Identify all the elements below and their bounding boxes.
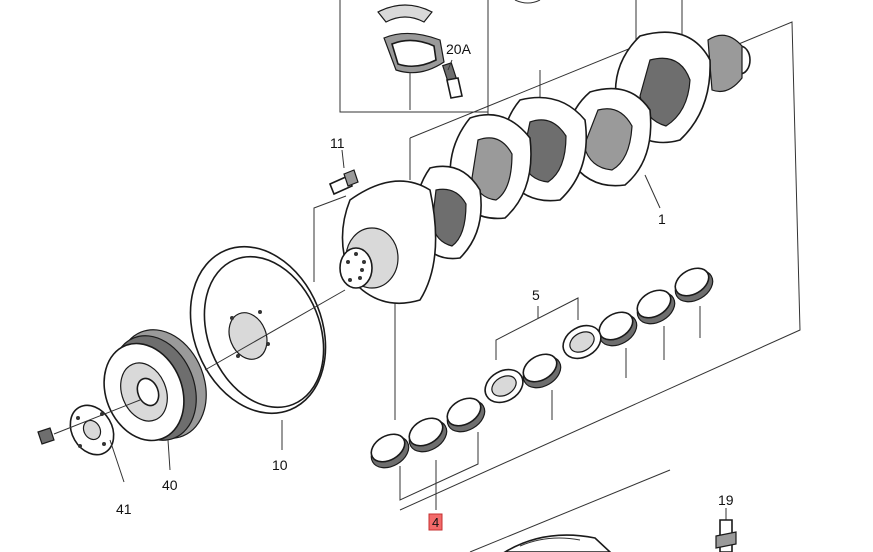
bolt-20a[interactable]: 20A bbox=[441, 41, 472, 99]
bearing-shell-3 bbox=[446, 397, 486, 433]
bearing-shell-5 bbox=[598, 311, 638, 347]
oil-pan-partial bbox=[469, 469, 671, 552]
bearing-shell-6 bbox=[636, 289, 676, 325]
pulley-bolt[interactable] bbox=[37, 399, 141, 445]
crankshaft[interactable]: 1 bbox=[339, 31, 751, 304]
bolt-11[interactable]: 11 bbox=[313, 135, 359, 282]
label-20a: 20A bbox=[446, 41, 472, 57]
label-4-highlight[interactable]: 4 bbox=[428, 513, 443, 531]
washer[interactable]: 41 bbox=[62, 397, 132, 517]
bearing-shell-4 bbox=[522, 353, 562, 389]
label-19: 19 bbox=[718, 492, 734, 508]
bolt-19[interactable]: 19 bbox=[715, 492, 737, 552]
bearing-shell-2 bbox=[408, 417, 448, 453]
label-11: 11 bbox=[330, 135, 345, 151]
pulley[interactable]: 40 bbox=[90, 316, 222, 493]
assembly-axis bbox=[204, 289, 346, 371]
damper-flywheel[interactable]: 10 bbox=[166, 226, 349, 473]
label-4: 4 bbox=[432, 515, 439, 530]
label-41: 41 bbox=[116, 501, 132, 517]
label-1: 1 bbox=[658, 211, 666, 227]
connecting-rod-inset bbox=[339, 0, 541, 113]
label-10: 10 bbox=[272, 457, 288, 473]
bearing-shell-1 bbox=[370, 433, 410, 469]
bearing-shell-7 bbox=[674, 267, 714, 303]
label-40: 40 bbox=[162, 477, 178, 493]
label-5: 5 bbox=[532, 287, 540, 303]
thrust-bearings[interactable]: 5 bbox=[479, 287, 607, 409]
